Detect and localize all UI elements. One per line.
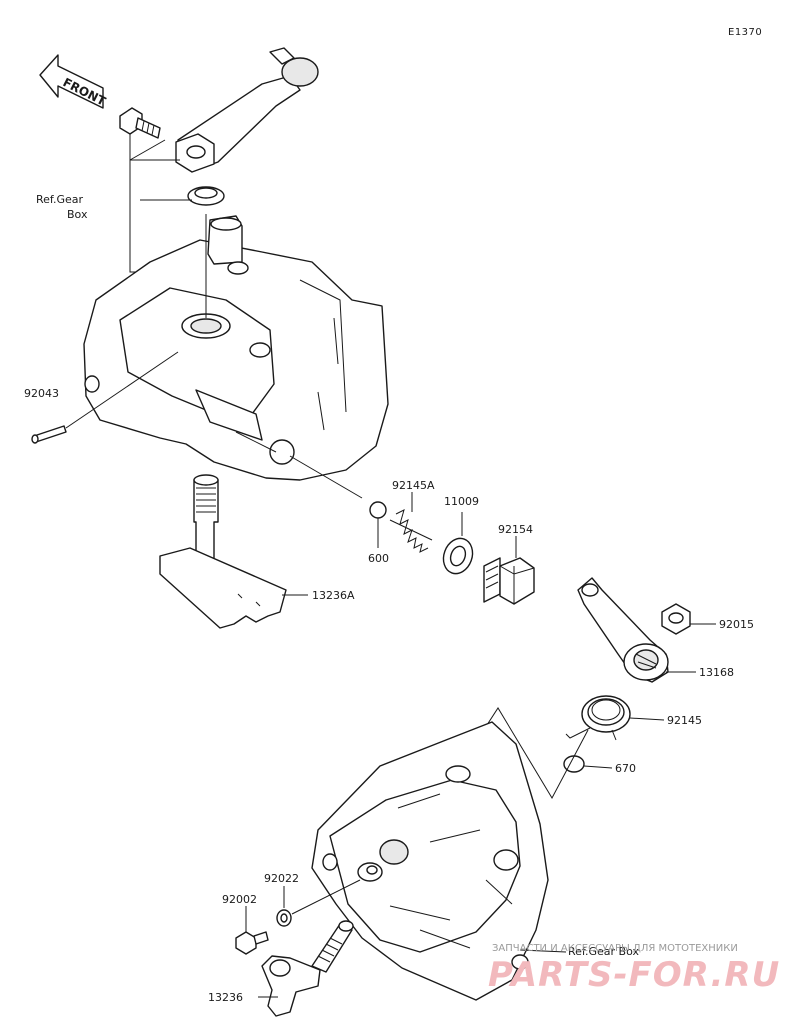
leader-670 (583, 765, 613, 769)
ref-gear-box-label-line2: Box (67, 208, 88, 221)
shift-shaft-13236 (261, 920, 354, 1017)
oil-seal (187, 186, 225, 206)
leader-bolt (129, 134, 180, 273)
front-arrow-icon: FRONT (39, 54, 109, 109)
label-92022: 92022 (264, 872, 299, 885)
label-92015: 92015 (719, 618, 754, 631)
diagram-code: E1370 (728, 27, 762, 38)
watermark-tagline: ЗАПЧАСТИ И АКСЕССУАРЫ ДЛЯ МОТОТЕХНИКИ (492, 943, 738, 954)
label-11009: 11009 (444, 495, 479, 508)
label-92145A: 92145A (392, 479, 435, 492)
leader-92043 (65, 351, 179, 429)
spring-92145 (565, 695, 631, 741)
watermark-brand: PARTS-FOR.RU (488, 955, 780, 995)
washer-11009 (442, 537, 474, 575)
nut-92015 (661, 603, 691, 635)
leader-ref-gear-bottom (519, 949, 567, 953)
bolt-top (119, 107, 161, 139)
lower-gear-case (311, 721, 549, 1001)
gear-case-housing (83, 215, 389, 481)
leader-92022-case (291, 879, 361, 915)
bolt-92002 (235, 931, 269, 955)
label-600: 600 (368, 552, 389, 565)
washer-92022 (276, 909, 292, 927)
ball-600 (369, 501, 387, 519)
label-92043: 92043 (24, 387, 59, 400)
label-92145: 92145 (667, 714, 702, 727)
spring-92145A (389, 509, 433, 553)
label-92002: 92002 (222, 893, 257, 906)
ref-gear-box-label-line1: Ref.Gear (36, 193, 84, 206)
ref-gear-box-label-bottom: Ref.Gear Box (568, 945, 639, 958)
label-13236A: 13236A (312, 589, 355, 602)
shift-shaft-13236A (159, 474, 287, 629)
pin-92043 (31, 425, 67, 444)
label-13236: 13236 (208, 991, 243, 1004)
shift-arm-13168 (577, 577, 669, 683)
plug-92154 (483, 557, 535, 605)
shift-lever (175, 47, 319, 173)
label-670: 670 (615, 762, 636, 775)
label-92154: 92154 (498, 523, 533, 536)
leader-case-plug (289, 455, 363, 499)
leader-92145 (629, 717, 665, 721)
label-13168: 13168 (699, 666, 734, 679)
